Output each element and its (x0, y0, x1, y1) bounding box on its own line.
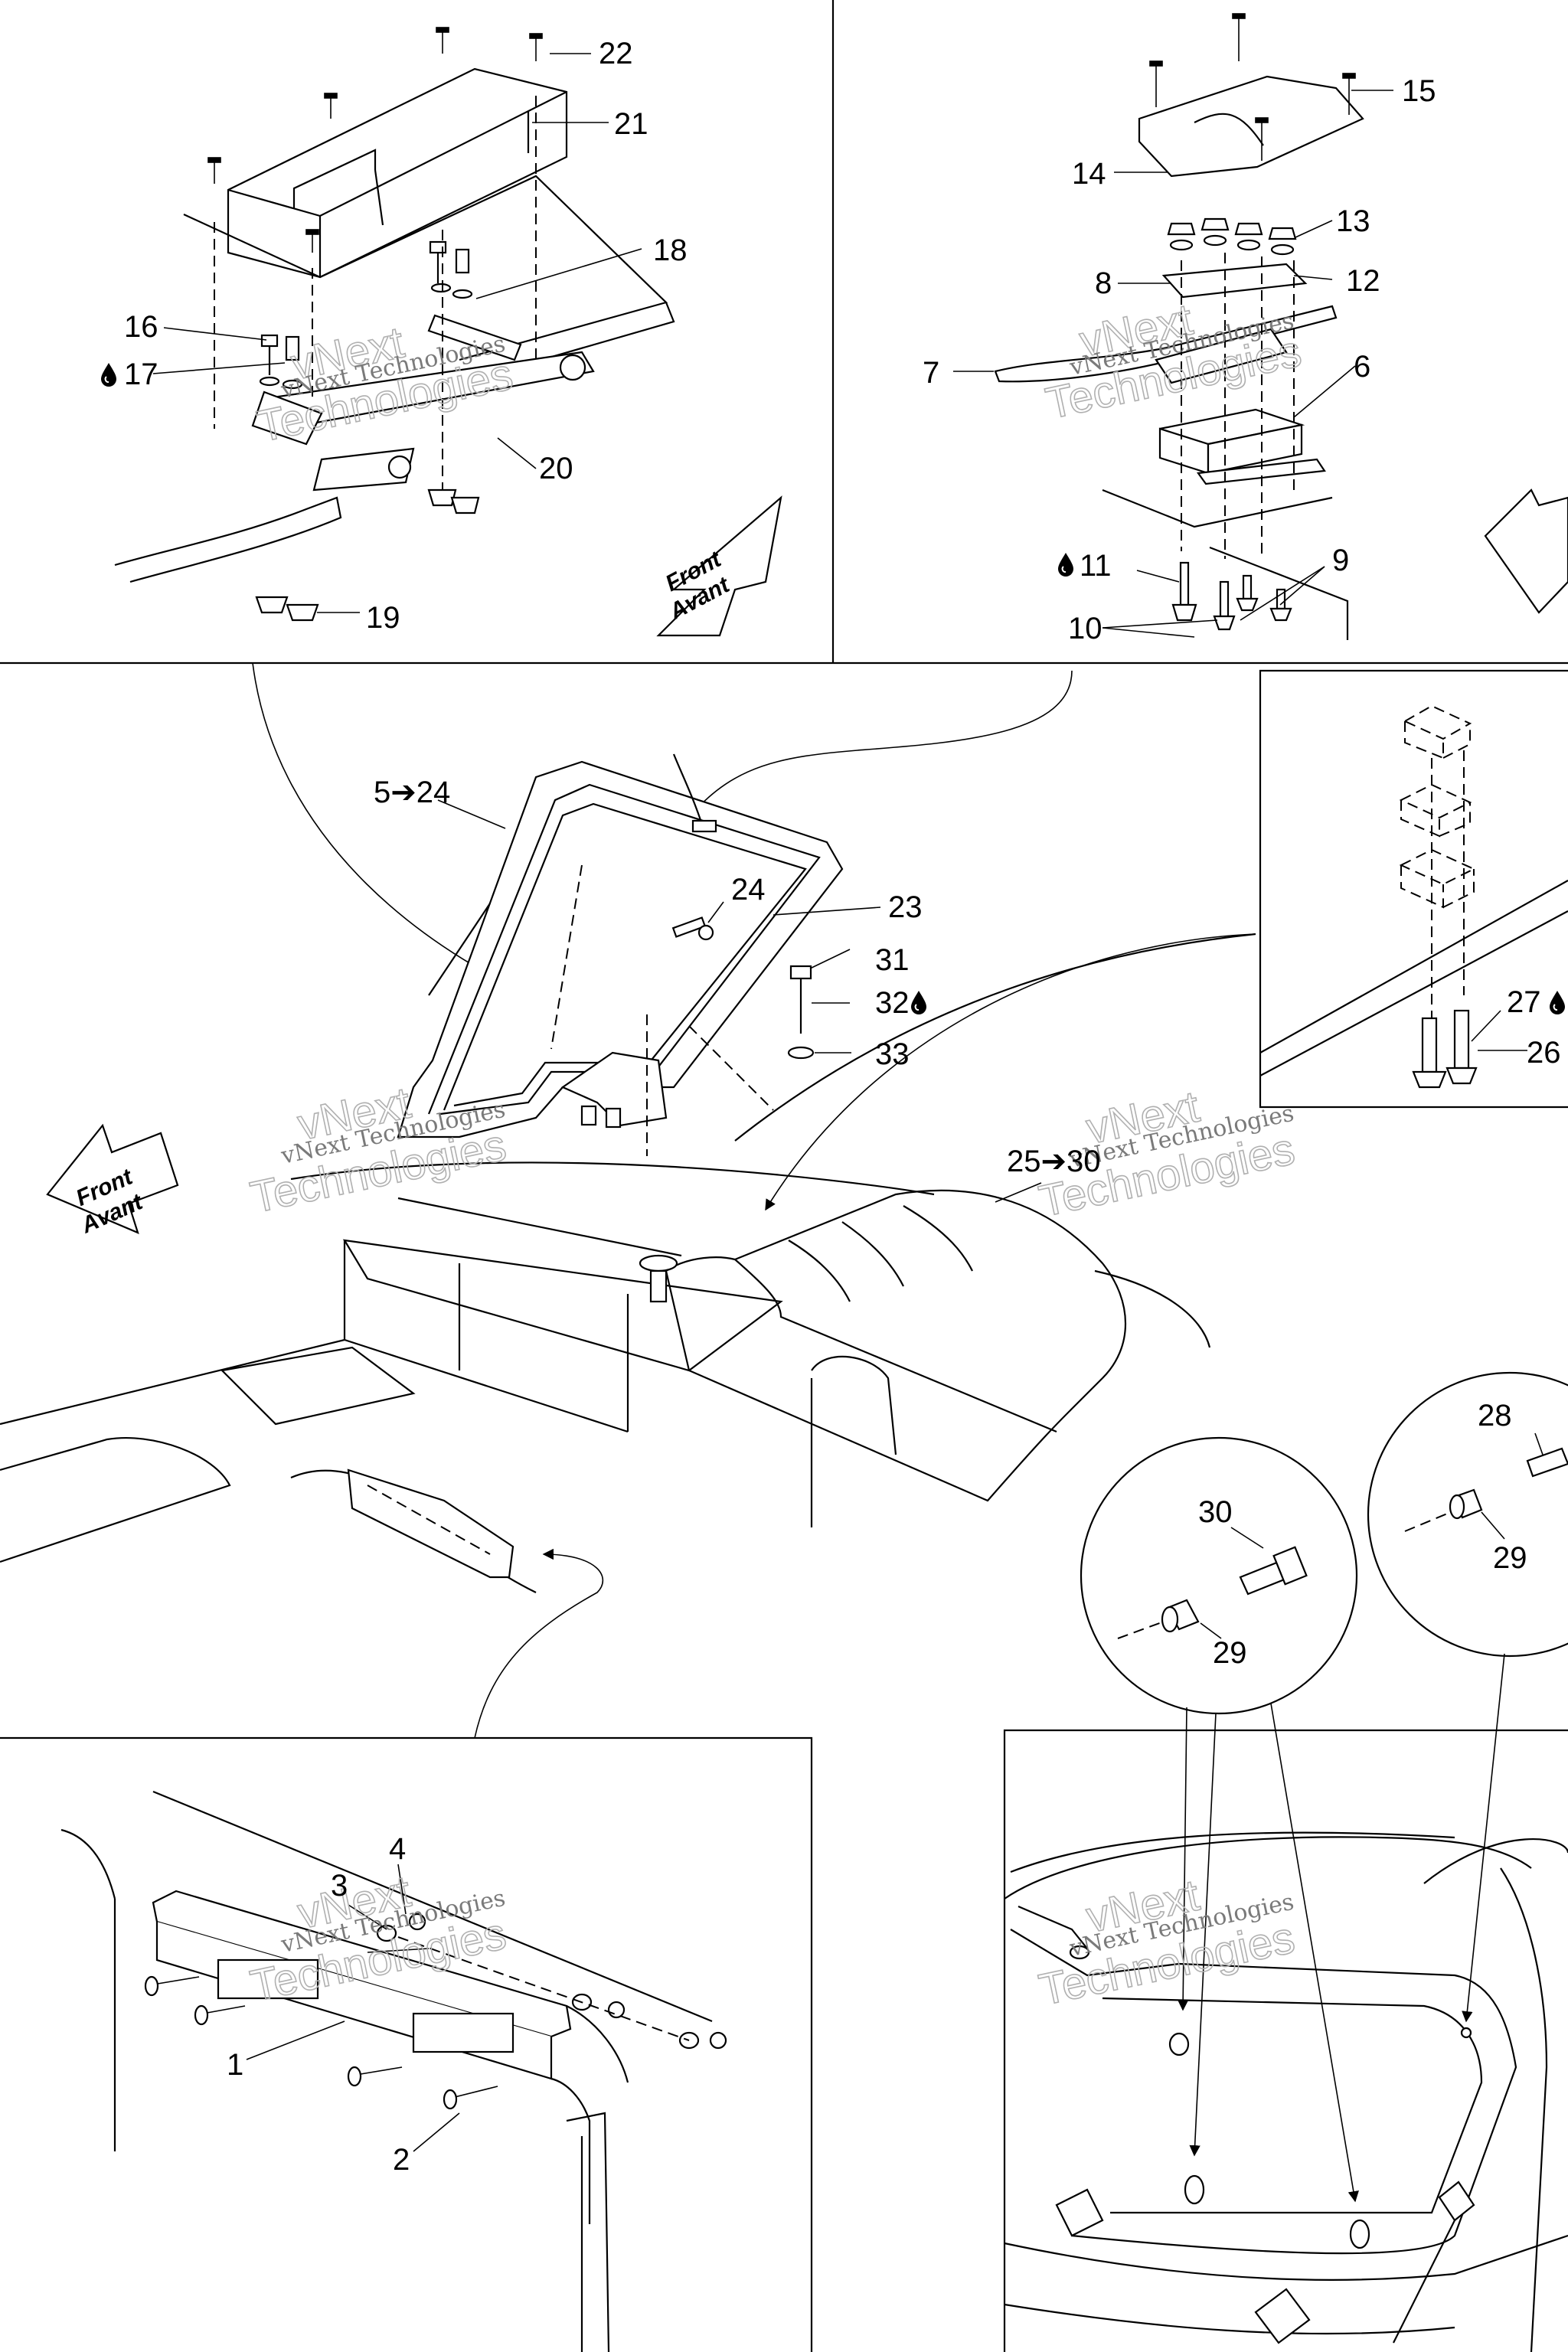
front-bracket-drawing (60, 1790, 727, 2352)
bracket-detail-drawing (1259, 488, 1568, 1089)
callout-29-right: 29 (1493, 1541, 1527, 1575)
drop-icon (100, 362, 117, 387)
callout-20: 20 (539, 452, 573, 485)
front-arrow-icon-top: Front Avant (656, 495, 782, 637)
drop-icon (1057, 552, 1074, 577)
seat-hatch-drawing: Front Avant (0, 662, 1256, 1739)
callout-32: 32 (875, 986, 910, 1020)
callout-5-24: 5➔24 (374, 776, 450, 809)
callout-22: 22 (599, 37, 633, 70)
callout-30: 30 (1198, 1495, 1233, 1529)
callout-21: 21 (614, 107, 648, 141)
callout-4: 4 (389, 1832, 406, 1866)
drop-icon (910, 990, 927, 1015)
callout-25-30: 25➔30 (1007, 1145, 1101, 1178)
callout-17: 17 (124, 358, 158, 391)
drop-icon (1549, 990, 1566, 1015)
callout-18: 18 (653, 234, 688, 267)
callout-15: 15 (1402, 74, 1436, 108)
callout-28: 28 (1478, 1399, 1512, 1432)
insert-detail-drawing (1080, 1371, 1568, 2203)
callout-27: 27 (1507, 985, 1541, 1019)
callout-29-left: 29 (1213, 1636, 1247, 1670)
callout-24: 24 (731, 873, 766, 906)
front-arrow-icon: Front Avant (46, 1123, 179, 1239)
callout-10: 10 (1068, 612, 1102, 645)
callout-8: 8 (1095, 266, 1112, 300)
callout-16: 16 (124, 310, 158, 344)
callout-1: 1 (227, 2048, 243, 2082)
callout-12: 12 (1346, 264, 1380, 298)
hinge-assembly-drawing (114, 27, 675, 622)
callout-19: 19 (366, 601, 400, 635)
seat-underside-drawing (1004, 1831, 1568, 2352)
hatch-bracket-drawing (953, 13, 1393, 640)
callout-7: 7 (923, 356, 939, 390)
callout-2: 2 (393, 2143, 410, 2177)
callout-31: 31 (875, 943, 910, 977)
callout-9: 9 (1332, 544, 1349, 577)
callout-13: 13 (1336, 204, 1370, 238)
callout-3: 3 (331, 1869, 348, 1903)
callout-14: 14 (1072, 157, 1106, 191)
callout-23: 23 (888, 890, 923, 924)
callout-11: 11 (1080, 549, 1112, 583)
callout-26: 26 (1527, 1036, 1561, 1070)
callout-33: 33 (875, 1037, 910, 1071)
callout-labels: 22 21 18 16 17 20 19 15 14 13 12 8 6 7 1… (100, 37, 1566, 2177)
callout-6: 6 (1354, 350, 1370, 384)
